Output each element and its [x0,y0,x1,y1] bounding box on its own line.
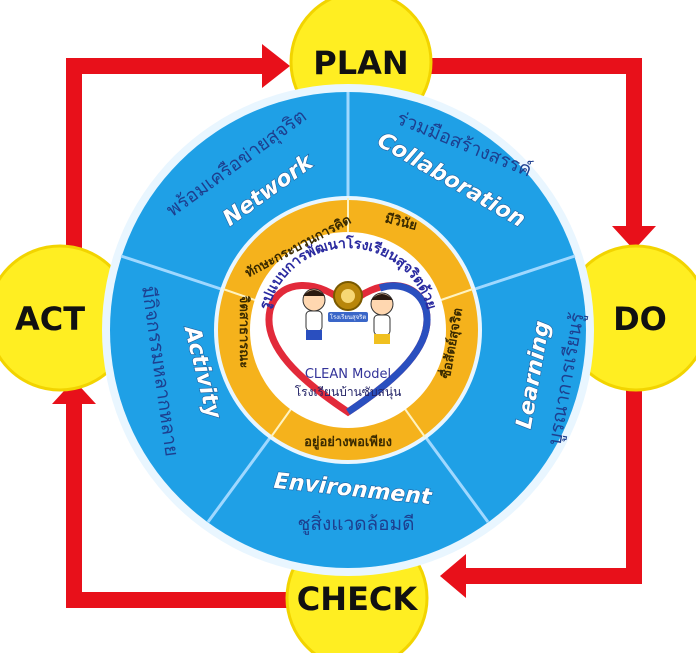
center-school-name: โรงเรียนบ้านซับสนุ่น [295,385,402,400]
divider-right [471,254,576,292]
segment-environment-subtitle: ชูสิ่งแวดล้อมดี [298,510,415,535]
divider-bottom-right [422,434,490,523]
arrow-plan-to-do [430,58,642,232]
divider-bottom-left [206,434,274,523]
center-disc [250,232,446,428]
arrowhead-up [52,380,96,404]
arrowhead-left [440,554,466,598]
inner-dividers [222,198,474,438]
act-label: ACT [15,300,85,338]
check-label: CHECK [297,580,419,618]
inner-public-mind-label: จิตสาธารณะ [236,295,251,368]
arrow-act-to-plan [66,58,265,255]
arrowhead-down [612,226,656,250]
segment-dividers [120,92,576,523]
plan-label: PLAN [313,44,408,82]
center-model-name: CLEAN Model [305,367,391,382]
cycle-arrows [66,58,642,608]
divider-left [120,254,225,292]
arrow-heads [52,44,656,598]
arrow-do-to-check [462,375,642,584]
do-label: DO [613,300,667,338]
arrowhead-right [262,44,290,88]
arrow-check-to-act [66,400,292,608]
logo-text: โรงเรียนสุจริต [330,313,367,321]
child-right-illustration [370,292,394,344]
inner-sufficiency-label: อยู่อย่างพอเพียง [304,434,392,450]
school-logo: โรงเรียนสุจริต [328,281,368,322]
inner-discipline-label: มีวินัย [383,210,418,233]
child-left-illustration [302,288,326,340]
